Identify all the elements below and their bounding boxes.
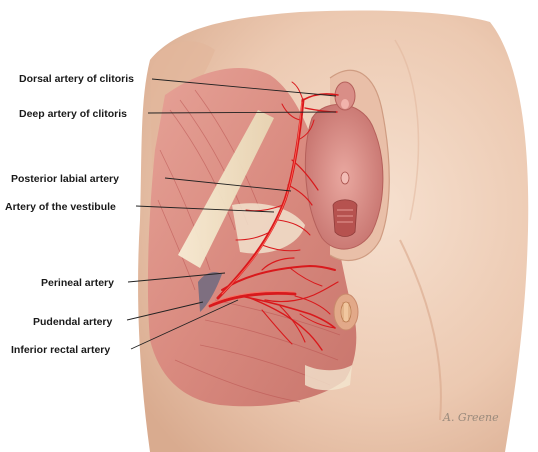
label-inferior-rectal-artery: Inferior rectal artery [11,344,110,356]
leader-pudendal [126,301,204,321]
label-dorsal-artery-of-clitoris: Dorsal artery of clitoris [19,73,134,85]
leader-vestibule [135,205,275,213]
pudendal-canal [198,272,222,312]
leader-deep-artery [147,111,337,114]
leader-lines [126,78,337,350]
anus-region [333,293,359,331]
leader-posterior-labial [164,177,292,192]
label-perineal-artery: Perineal artery [41,277,114,289]
leader-inferior-rectal [130,299,239,350]
vulva-region [304,69,390,262]
artist-signature: A. Greene [442,411,499,424]
label-pudendal-artery: Pudendal artery [33,316,113,328]
leader-dorsal-artery [151,78,337,97]
muscle-region [147,67,357,407]
leader-perineal [127,272,226,283]
label-deep-artery-of-clitoris: Deep artery of clitoris [19,108,127,120]
label-artery-of-the-vestibule: Artery of the vestibule [5,201,116,213]
label-posterior-labial-artery: Posterior labial artery [11,173,119,185]
arterial-tree [208,81,339,351]
labels: Dorsal artery of clitoris Deep artery of… [5,73,134,356]
